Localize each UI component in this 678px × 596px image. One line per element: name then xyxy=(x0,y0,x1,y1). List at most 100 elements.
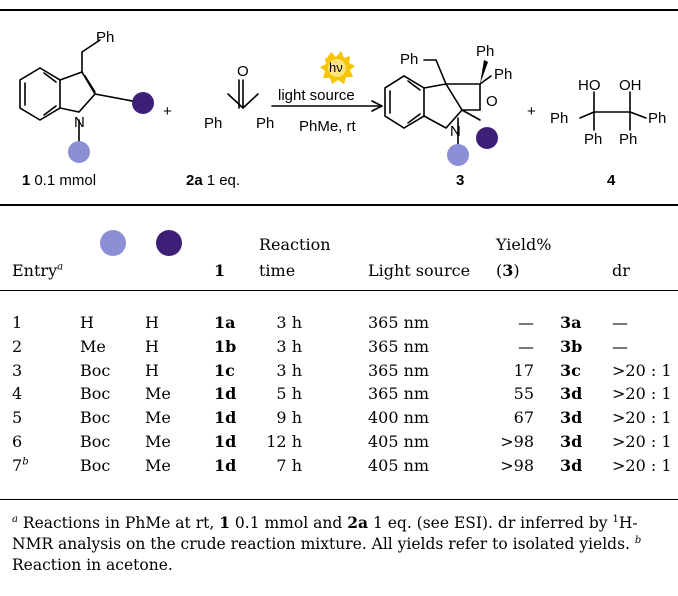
row-cell-time: 12 h xyxy=(266,432,302,451)
r1-atom-n: N xyxy=(74,114,85,131)
row-cell-c1: 1c xyxy=(214,360,235,380)
p3-ph-b: Ph xyxy=(476,43,494,60)
row-entry: 4 xyxy=(12,384,23,404)
light-badge-text: hν xyxy=(329,60,343,75)
p3-label: 3 xyxy=(456,172,464,189)
reaction-scheme: Ph N + O Ph Ph hν light source PhMe, rt … xyxy=(19,29,666,189)
plus-1: + xyxy=(163,103,172,120)
row-cell-r1: Boc xyxy=(80,408,111,428)
row-cell-r2: Me xyxy=(145,432,171,451)
row-cell-prod: 3b xyxy=(560,336,583,356)
p4-label: 4 xyxy=(607,172,616,189)
row-cell-dr: >20 : 1 xyxy=(612,384,672,404)
top-rule xyxy=(0,9,678,11)
row-cell-prod: 3d xyxy=(560,408,583,428)
row-cell-dr: >20 : 1 xyxy=(612,432,672,451)
header-dr: dr xyxy=(612,261,630,280)
p4-ho: HO xyxy=(578,77,601,94)
row-cell-light: 365 nm xyxy=(368,360,430,380)
row-cell-dr: >20 : 1 xyxy=(612,408,672,428)
r1-substituent: Ph xyxy=(96,29,114,46)
row-cell-c1: 1d xyxy=(214,408,237,428)
row-cell-yield: — xyxy=(518,313,534,332)
row-entry: 5 xyxy=(12,408,23,428)
product-3-structure xyxy=(384,59,492,146)
row-cell-light: 365 nm xyxy=(368,336,430,356)
light-badge-icon xyxy=(320,51,355,84)
row-cell-time: 5 h xyxy=(276,384,302,404)
row-cell-light: 365 nm xyxy=(368,313,430,332)
row-cell-prod: 3d xyxy=(560,384,583,404)
benzophenone-structure xyxy=(227,79,259,110)
p3-ph-a: Ph xyxy=(400,51,418,68)
row-cell-yield: >98 xyxy=(500,432,534,451)
row-cell-r2: Me xyxy=(145,408,171,428)
r2-atom-o: O xyxy=(237,63,249,80)
row-cell-r1: Me xyxy=(80,336,106,356)
row-cell-prod: 3d xyxy=(560,432,583,451)
row-cell-time: 3 h xyxy=(276,313,302,332)
p4-ph-tr: Ph xyxy=(648,110,666,127)
header-entry: Entrya xyxy=(12,261,64,280)
row-entry: 6 xyxy=(12,432,23,451)
row-cell-r1: H xyxy=(80,313,94,332)
indole-structure xyxy=(19,39,144,143)
row-entry: 2 xyxy=(12,336,23,356)
header-light-dot xyxy=(100,230,126,256)
light-dot-r1 xyxy=(68,141,90,163)
row-cell-c1: 1d xyxy=(214,432,237,451)
row-cell-light: 400 nm xyxy=(368,408,430,428)
row-cell-r1: Boc xyxy=(80,360,111,380)
header-reaction: Reaction xyxy=(259,235,331,254)
row-cell-r2: H xyxy=(145,313,159,332)
light-dot-p3 xyxy=(447,144,469,166)
row-cell-yield: >98 xyxy=(500,455,534,475)
row-cell-r1: Boc xyxy=(80,432,111,451)
row-cell-r2: H xyxy=(145,360,159,380)
header-light-source: Light source xyxy=(368,261,471,280)
row-cell-r2: Me xyxy=(145,384,171,404)
mid-rule xyxy=(0,204,678,206)
row-cell-r2: Me xyxy=(145,455,171,475)
row-cell-c1: 1a xyxy=(214,313,236,332)
row-cell-dr: — xyxy=(612,313,628,332)
header-rule xyxy=(0,290,678,291)
header-col1: 1 xyxy=(214,261,226,280)
row-cell-yield: 17 xyxy=(513,360,534,380)
row-cell-dr: — xyxy=(612,336,628,356)
row-cell-r1: Boc xyxy=(80,455,111,475)
row-cell-c1: 1d xyxy=(214,384,237,404)
row-entry: 7b xyxy=(12,455,29,475)
row-cell-time: 3 h xyxy=(276,360,302,380)
p4-oh: OH xyxy=(619,77,642,94)
row-cell-time: 7 h xyxy=(276,455,302,475)
product-4-structure xyxy=(579,91,647,131)
r2-left-ph: Ph xyxy=(204,115,222,132)
row-cell-light: 405 nm xyxy=(368,455,430,475)
p3-ph-c: Ph xyxy=(494,66,512,83)
header-yield-product: (3) xyxy=(496,261,520,280)
row-entry: 3 xyxy=(12,360,23,380)
row-cell-prod: 3d xyxy=(560,455,583,475)
table-footnote: a Reactions in PhMe at rt, 1 0.1 mmol an… xyxy=(12,513,642,574)
row-cell-prod: 3a xyxy=(560,313,582,332)
row-cell-dr: >20 : 1 xyxy=(612,455,672,475)
row-entry: 1 xyxy=(12,313,23,332)
row-cell-c1: 1d xyxy=(214,455,237,475)
row-cell-yield: 67 xyxy=(513,408,534,428)
row-cell-yield: — xyxy=(518,336,534,356)
plus-2: + xyxy=(527,103,536,120)
header-time: time xyxy=(259,261,296,280)
row-cell-yield: 55 xyxy=(513,384,534,404)
dark-dot-r2 xyxy=(132,92,154,114)
row-cell-r1: Boc xyxy=(80,384,111,404)
arrow-top-text: light source xyxy=(278,87,355,104)
row-cell-time: 9 h xyxy=(276,408,302,428)
p4-ph-bl: Ph xyxy=(584,131,602,148)
row-cell-c1: 1b xyxy=(214,336,237,356)
bottom-rule xyxy=(0,499,678,500)
r2-right-ph: Ph xyxy=(256,115,274,132)
row-cell-r2: H xyxy=(145,336,159,356)
